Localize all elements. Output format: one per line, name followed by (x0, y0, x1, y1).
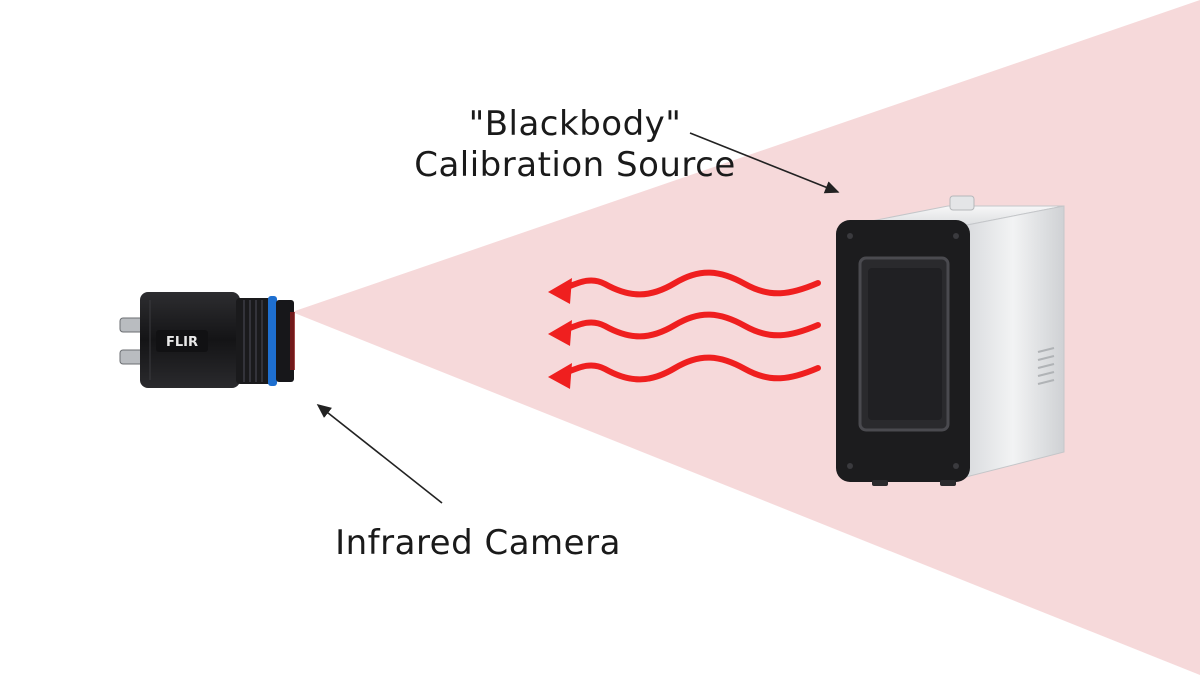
heat-wave-bottom-arrowhead (548, 363, 572, 389)
heat-wave-middle (557, 311, 821, 340)
blackbody-source-label-line2: Calibration Source (414, 144, 736, 185)
infrared-beam-cone (292, 0, 1200, 675)
heat-wave-bottom (557, 354, 821, 383)
camera-lens-ribs (243, 300, 263, 382)
camera-brand-logo: FLIR (166, 335, 198, 350)
camera-lens-ring (268, 296, 277, 386)
heat-wave-top-arrowhead (548, 278, 572, 304)
blackbody-source-label-line1: "Blackbody" (468, 104, 682, 144)
blackbody-source-icon (836, 195, 1065, 486)
blackbody-source-label: "Blackbody" Calibration Source (380, 104, 770, 186)
heat-wave-arrowheads (548, 278, 572, 389)
infrared-camera-icon: FLIR (119, 292, 295, 388)
infrared-camera-label: Infrared Camera (335, 523, 621, 563)
source-side-face (961, 205, 1065, 479)
heat-wave-arrow-icon (557, 269, 821, 383)
source-side-vents (1037, 347, 1055, 385)
heat-wave-top (557, 269, 821, 298)
blackbody-pointer-arrow (689, 132, 840, 194)
camera-pointer-arrow (316, 404, 443, 504)
heat-wave-middle-arrowhead (548, 320, 572, 346)
camera-lens-front (276, 300, 294, 382)
source-handle (949, 195, 975, 211)
